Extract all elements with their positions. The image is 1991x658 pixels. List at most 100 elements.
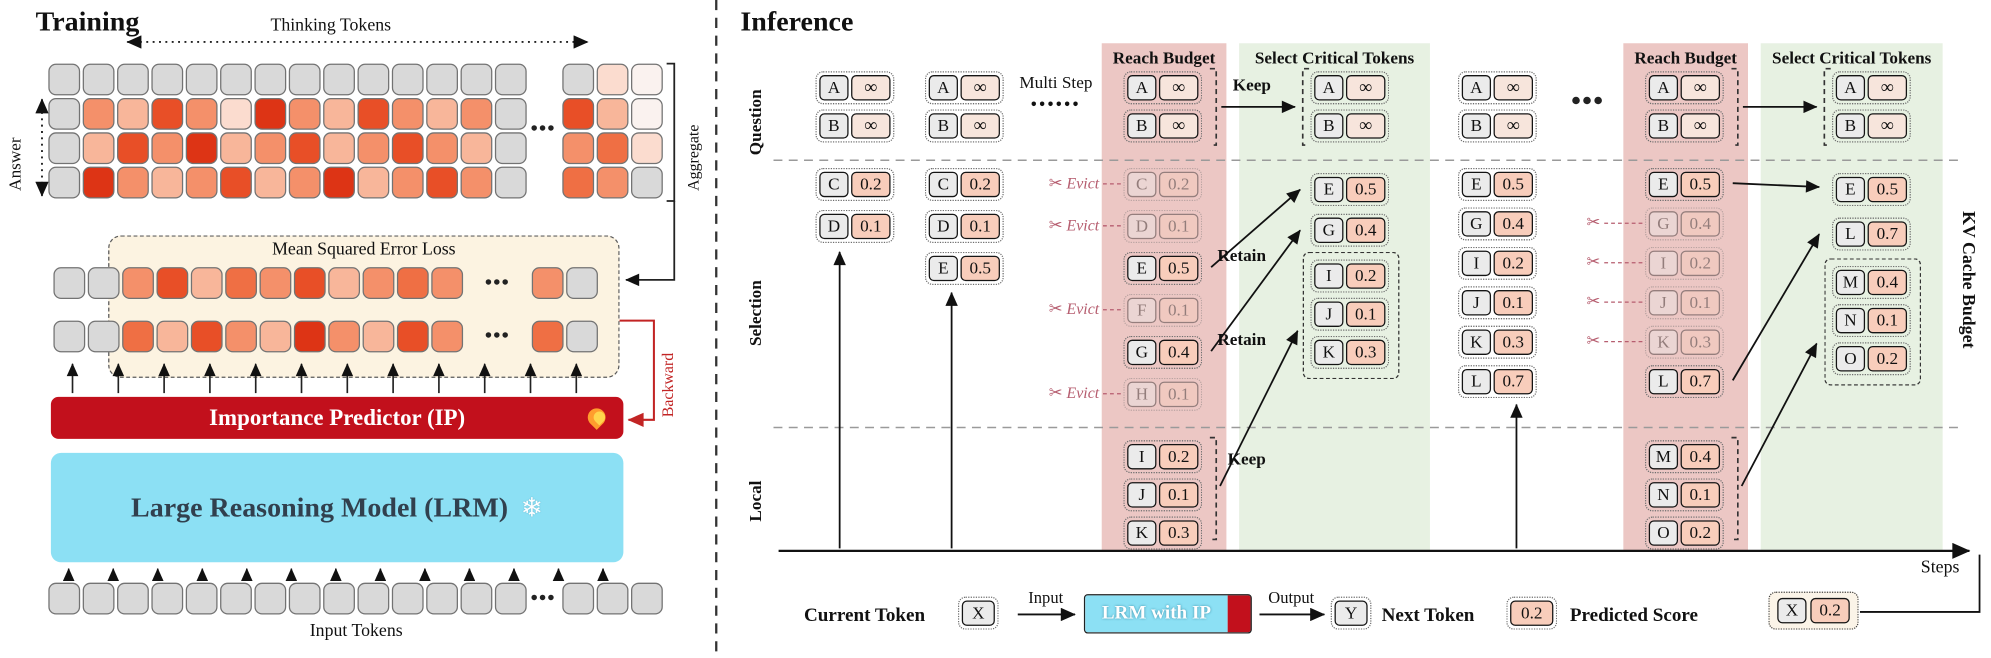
heat-token — [328, 267, 361, 299]
token-score: 0.1 — [1158, 381, 1199, 408]
heat-token — [151, 132, 184, 165]
ellipsis: ••• — [484, 272, 511, 294]
token-letter: I — [1648, 250, 1679, 277]
heat-token — [460, 166, 493, 199]
token-score: 0.5 — [1493, 171, 1534, 198]
heat-token — [328, 320, 361, 353]
token-score: ∞ — [1345, 75, 1386, 101]
token-letter: G — [1461, 211, 1492, 237]
backward-connector — [619, 319, 655, 427]
predicted-score-value: 0.2 — [1510, 600, 1554, 626]
lrm-box: Large Reasoning Model (LRM) ❄ — [50, 452, 624, 563]
token-score: 0.4 — [1345, 217, 1386, 243]
token-pair: A∞ — [1831, 71, 1911, 105]
token-score: ∞ — [1158, 113, 1199, 139]
heat-token — [48, 132, 81, 165]
token-letter: E — [928, 255, 958, 282]
token-pair: A∞ — [1644, 71, 1724, 105]
heat-token — [396, 320, 429, 353]
heat-token — [396, 267, 429, 299]
evict-label: Evict — [1066, 383, 1100, 402]
evict-dash-line — [1102, 308, 1121, 310]
current-token-label: Current Token — [804, 605, 926, 626]
heat-token — [225, 320, 257, 353]
lrm-label: Large Reasoning Model (LRM) — [131, 491, 509, 523]
token-pair: A∞ — [1310, 71, 1390, 105]
heat-token — [254, 166, 287, 199]
token-letter: E — [1835, 176, 1866, 203]
backward-label: Backward — [658, 352, 677, 418]
ip-segment — [1227, 595, 1251, 633]
heat-token — [323, 582, 355, 615]
evict-tag: ✂Evict — [1019, 299, 1121, 319]
token-letter: M — [1648, 443, 1679, 470]
token-letter: F — [1127, 297, 1157, 324]
token-score: 0.4 — [1158, 339, 1199, 366]
token-pair: A∞ — [924, 71, 1004, 105]
heat-token — [259, 267, 292, 299]
heat-token — [323, 132, 355, 165]
heat-token — [362, 267, 395, 299]
token-score: ∞ — [1345, 113, 1386, 139]
heat-token — [357, 97, 390, 130]
token-score: 0.2 — [960, 171, 1000, 198]
token-score: 0.2 — [1493, 250, 1534, 277]
token-score-pair-legend: X 0.2 — [1768, 591, 1859, 630]
heat-token — [156, 267, 189, 299]
heat-token — [220, 63, 252, 96]
heat-token — [631, 97, 663, 130]
scissors-icon: ✂ — [1586, 330, 1601, 350]
heat-token — [357, 166, 390, 199]
heat-token — [220, 166, 252, 199]
input-tokens-label: Input Tokens — [309, 622, 403, 642]
token-letter: D — [819, 213, 849, 240]
token-letter: O — [1648, 520, 1679, 546]
heat-token — [362, 320, 395, 353]
token-group-box — [1302, 251, 1400, 380]
heat-token — [391, 63, 424, 96]
token-score: 0.1 — [1158, 213, 1199, 240]
token-pair: B∞ — [1457, 109, 1537, 143]
evict-tag: ✂Evict — [1019, 215, 1121, 235]
token-letter: A — [1127, 75, 1157, 101]
token-letter: I — [1314, 263, 1344, 289]
pair-token-value: X — [1777, 597, 1807, 624]
token-letter: I — [1461, 250, 1492, 277]
heat-token — [225, 267, 257, 299]
token-letter: K — [1461, 329, 1492, 355]
token-score: 0.3 — [1493, 329, 1534, 355]
token-pair: B∞ — [924, 109, 1004, 143]
lrm-with-ip-label: LRM with IP — [1085, 595, 1228, 633]
heat-token — [254, 582, 287, 615]
token-pair: A∞ — [1457, 71, 1537, 105]
retain-label-2: Retain — [1217, 329, 1266, 349]
evict-tag: ✂Evict — [1019, 383, 1121, 403]
heat-token — [631, 63, 663, 96]
heat-token — [53, 320, 86, 353]
evict-label: Evict — [1066, 173, 1100, 192]
select-critical-header-1: Select Critical Tokens — [1254, 48, 1415, 68]
heat-token — [596, 132, 629, 165]
token-score: 0.5 — [960, 255, 1000, 282]
token-letter: C — [819, 171, 849, 198]
heat-token — [82, 582, 115, 615]
scissors-icon: ✂ — [1048, 173, 1063, 193]
token-letter: B — [1461, 113, 1492, 139]
heat-token — [566, 320, 598, 353]
token-score: 0.2 — [1680, 520, 1721, 546]
token-letter: G — [1314, 217, 1344, 243]
token-score: ∞ — [1493, 75, 1534, 101]
token-letter: I — [1127, 443, 1157, 470]
